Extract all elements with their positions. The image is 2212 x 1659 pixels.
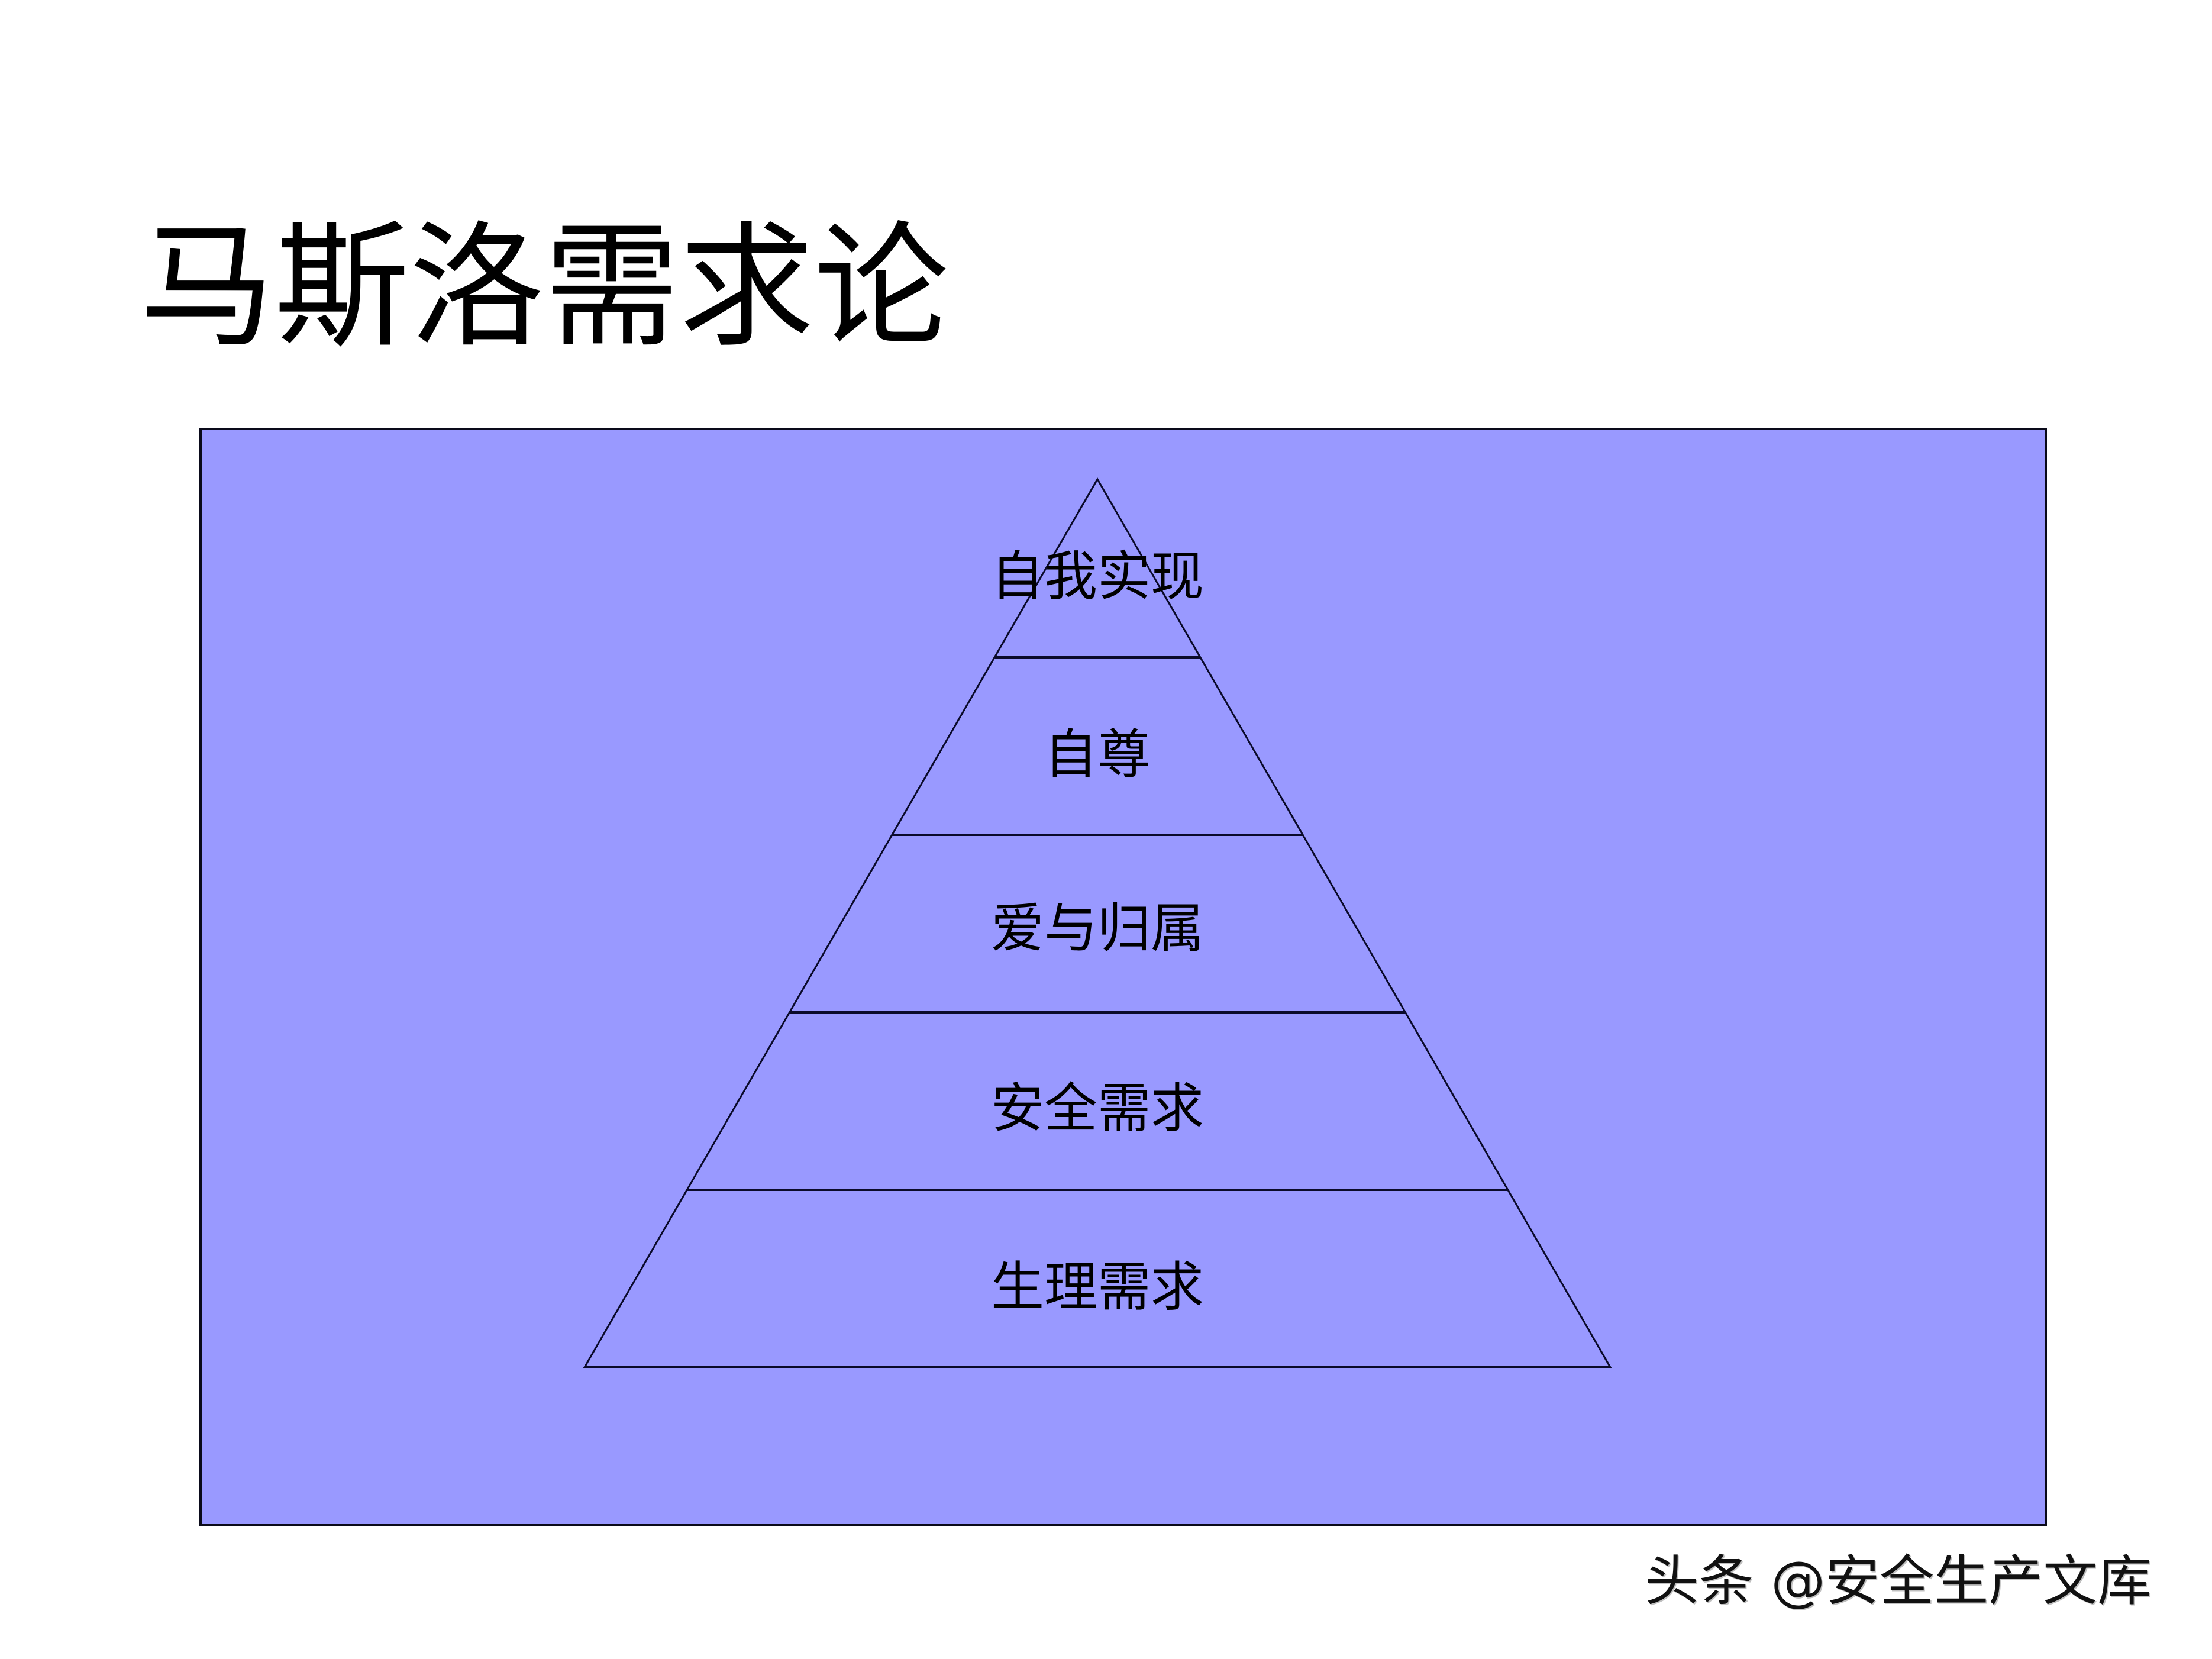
pyramid-level-self-actualization: 自我实现	[991, 546, 1204, 608]
pyramid-level-safety: 安全需求	[991, 1077, 1204, 1140]
watermark: 头条 @安全生产文库	[1645, 1550, 2152, 1613]
pyramid-level-esteem: 自尊	[1044, 724, 1151, 786]
pyramid-level-physiological: 生理需求	[991, 1256, 1204, 1318]
pyramid-level-love-belonging: 爱与归属	[991, 898, 1204, 960]
slide-title: 马斯洛需求论	[140, 208, 949, 366]
